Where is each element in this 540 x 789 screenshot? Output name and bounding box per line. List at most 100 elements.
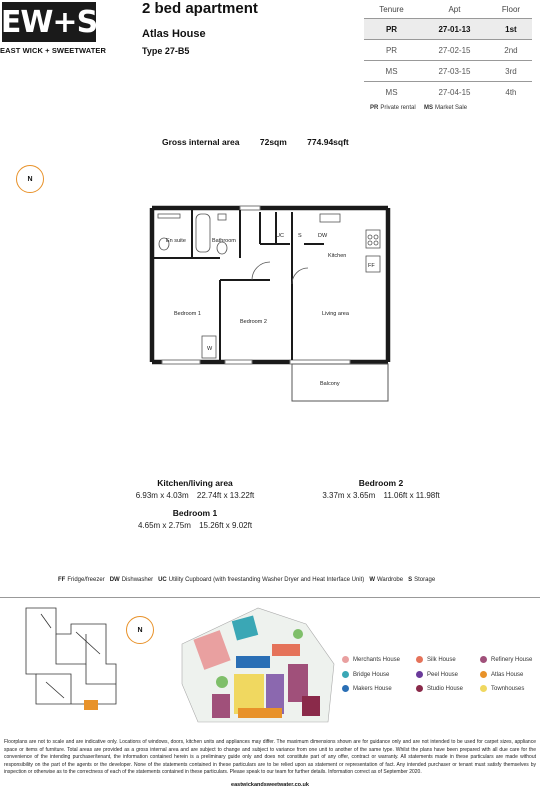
floor-col-header: Floor (501, 4, 521, 14)
room-metric: 6.93m x 4.03m (135, 491, 189, 500)
plan-label-balcony: Balcony (320, 381, 340, 387)
legend-swatch (342, 671, 349, 678)
disclaimer-text: Floorplans are not to scale and are indi… (4, 739, 536, 775)
plan-label-uc: UC (276, 233, 284, 239)
plan-label-wardrobe: W (207, 346, 213, 352)
apt-col-header: Apt (448, 4, 461, 14)
legend-swatch (416, 685, 423, 692)
room-title: Kitchen/living area (157, 478, 233, 488)
legend-item: Atlas House (480, 671, 523, 678)
legend-label: Makers House (353, 685, 392, 692)
key-label: Storage (414, 577, 436, 583)
tenure-cell: MS (364, 81, 420, 102)
room-kitchen-living: Kitchen/living area 6.93m x 4.03m 22.74f… (100, 478, 290, 500)
legend-label: Silk House (427, 656, 456, 663)
room-dimensions: 4.65m x 2.75m 15.26ft x 9.02ft (100, 521, 290, 530)
room-dimensions: 6.93m x 4.03m 22.74ft x 13.22ft (100, 491, 290, 500)
floor-cell: 2nd (489, 39, 532, 61)
legend-item: Bridge House (342, 671, 389, 678)
key-code: UC (158, 577, 167, 583)
apt-cell: 27-01-13 (419, 18, 490, 40)
legend-label: Townhouses (491, 685, 525, 692)
legend-label: Atlas House (491, 671, 524, 678)
key-plan (25, 607, 117, 710)
room-metric: 3.37m x 3.65m (322, 491, 376, 500)
legend-item: Refinery House (480, 656, 532, 663)
plan-label-bathroom: Bathroom (212, 238, 236, 244)
tenure-cell: PR (364, 39, 420, 61)
website-link[interactable]: eastwickandsweetwater.co.uk (231, 782, 309, 788)
floor-cell: 3rd (489, 60, 532, 82)
table-row: PR 27-02-15 2nd (364, 39, 532, 61)
building-name: Atlas House (142, 28, 206, 40)
apartment-type: Type 27-B5 (142, 46, 190, 56)
legend-label: Merchants House (353, 656, 401, 663)
site-buildings (193, 615, 320, 718)
room-bedroom2: Bedroom 2 3.37m x 3.65m 11.06ft x 11.98f… (308, 478, 454, 500)
plan-label-storage: S (298, 233, 302, 239)
brand-logo: EW+S (1, 2, 98, 42)
plan-label-bedroom1: Bedroom 1 (174, 311, 201, 317)
legend-item: Makers House (342, 685, 392, 692)
room-bedroom1: Bedroom 1 4.65m x 2.75m 15.26ft x 9.02ft (100, 508, 290, 530)
key-label: Utility Cupboard (with freestanding Wash… (168, 577, 365, 583)
plan-label-kitchen: Kitchen (328, 253, 346, 259)
tenure-col-header: Tenure (379, 4, 404, 14)
legend-swatch (342, 656, 349, 663)
key-code: DW (109, 577, 120, 583)
key-code: W (369, 577, 375, 583)
brand-name: EAST WICK + SWEETWATER (0, 46, 107, 55)
section-divider (0, 597, 540, 598)
apartment-location-marker (84, 700, 98, 710)
tenure-label: Private rental (380, 105, 416, 111)
page-title: 2 bed apartment (142, 0, 258, 17)
key-label: Fridge/freezer (67, 577, 105, 583)
key-code: S (408, 577, 413, 583)
table-row: PR 27-01-13 1st (364, 18, 532, 40)
legend-item: Silk House (416, 656, 456, 663)
tenure-table-header: Tenure Apt Floor (364, 0, 532, 19)
plan-label-bedroom2: Bedroom 2 (240, 319, 267, 325)
gross-internal-area: Gross internal area 72sqm 774.94sqft (162, 137, 367, 147)
room-metric: 4.65m x 2.75m (137, 521, 191, 530)
legend-item: Merchants House (342, 656, 400, 663)
legend-swatch (342, 685, 349, 692)
legend-swatch (416, 656, 423, 663)
legend-item: Studio House (416, 685, 463, 692)
apt-cell: 27-04-15 (419, 81, 490, 102)
key-code: FF (58, 577, 66, 583)
table-row: MS 27-03-15 3rd (364, 60, 532, 82)
site-plan (181, 607, 335, 723)
legend-label: Studio House (427, 685, 464, 692)
legend-swatch (416, 671, 423, 678)
legend-label: Bridge House (353, 671, 390, 678)
tenure-code: MS (424, 105, 434, 111)
north-label: N (27, 175, 33, 183)
room-title: Bedroom 2 (358, 478, 404, 488)
apt-cell: 27-02-15 (419, 39, 490, 61)
plan-label-dw: DW (318, 233, 328, 239)
tenure-cell: PR (364, 18, 420, 40)
tenure-label: Market Sale (435, 105, 468, 111)
legend-item: Townhouses (480, 685, 524, 692)
north-arrow-icon: N (126, 616, 154, 644)
legend-swatch (480, 656, 487, 663)
gia-label: Gross internal area (162, 137, 240, 147)
tenure-code: PR (370, 105, 379, 111)
gia-sqft: 774.94sqft (307, 137, 349, 147)
key-label: Dishwasher (121, 577, 154, 583)
legend-swatch (480, 671, 487, 678)
tenure-cell: MS (364, 60, 420, 82)
floor-cell: 1st (489, 18, 532, 40)
room-dimensions: 3.37m x 3.65m 11.06ft x 11.98ft (308, 491, 454, 500)
plan-label-living: Living area (322, 311, 350, 317)
table-row: MS 27-04-15 4th (364, 81, 532, 102)
tenure-table: Tenure Apt Floor PR 27-01-13 1st PR 27-0… (364, 0, 532, 102)
north-label: N (137, 626, 143, 634)
plan-label-ensuite: En suite (166, 238, 186, 244)
floor-plan: En suite Bathroom UC S DW Kitchen FF Bed… (149, 205, 391, 402)
gia-sqm: 72sqm (259, 137, 287, 147)
legend-label: Peel House (427, 671, 459, 678)
legend-item: Peel House (416, 671, 458, 678)
